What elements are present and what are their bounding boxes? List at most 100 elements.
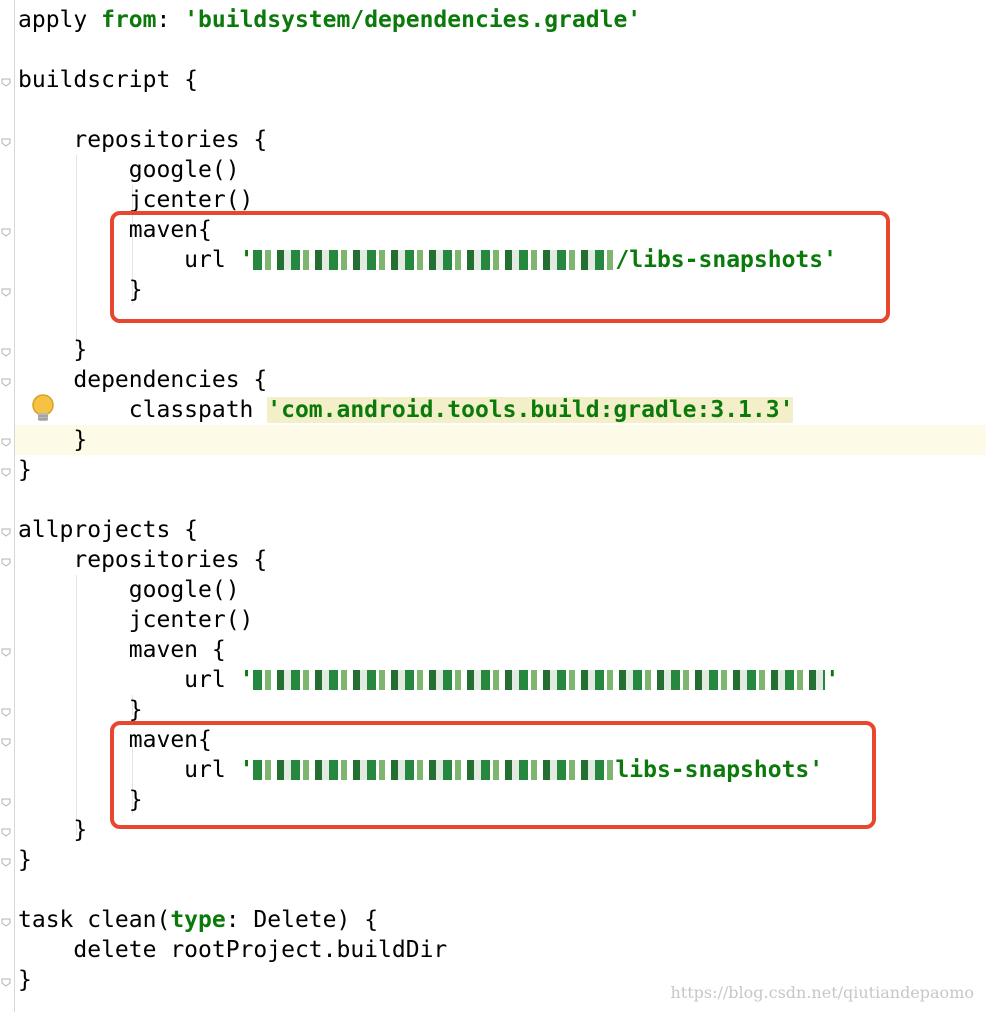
fold-marker-icon[interactable]: [1, 647, 11, 657]
code-token-str: ': [239, 667, 254, 693]
code-line[interactable]: url ' ': [18, 665, 839, 695]
code-token: dependencies {: [18, 367, 268, 393]
code-line[interactable]: }: [18, 845, 32, 875]
code-line[interactable]: jcenter(): [18, 185, 254, 215]
code-token: repositories {: [18, 127, 268, 153]
fold-marker-icon[interactable]: [1, 227, 11, 237]
fold-marker-icon[interactable]: [1, 707, 11, 717]
code-token: }: [18, 337, 88, 363]
code-line[interactable]: maven {: [18, 635, 226, 665]
indent-guide: [76, 155, 77, 345]
code-token: }: [18, 277, 143, 303]
code-token: classpath: [18, 397, 268, 423]
fold-marker-icon[interactable]: [1, 977, 11, 987]
code-token: maven {: [18, 637, 226, 663]
fold-marker-icon[interactable]: [1, 797, 11, 807]
highlight-box-buildscript-maven: [110, 211, 890, 323]
code-line[interactable]: repositories {: [18, 125, 267, 155]
code-token: jcenter(): [18, 607, 254, 633]
current-line-highlight: [0, 425, 986, 455]
fold-marker-icon[interactable]: [1, 437, 11, 447]
code-token-kw: type: [170, 907, 226, 933]
redacted-url: [253, 760, 616, 780]
indent-guide: [76, 575, 77, 835]
code-token-str: ': [239, 757, 254, 783]
code-token: buildscript {: [18, 67, 199, 93]
code-token: google(): [18, 157, 240, 183]
code-line[interactable]: url ' libs-snapshots': [18, 755, 823, 785]
fold-marker-icon[interactable]: [1, 77, 11, 87]
code-token: task clean(: [18, 907, 171, 933]
redacted-url: [253, 670, 826, 690]
code-token-kw: from: [101, 7, 157, 33]
code-line[interactable]: url ' /libs-snapshots': [18, 245, 837, 275]
code-token: url: [18, 757, 240, 783]
code-line[interactable]: google(): [18, 575, 240, 605]
code-line[interactable]: allprojects {: [18, 515, 198, 545]
code-line[interactable]: }: [18, 455, 32, 485]
code-token: }: [18, 817, 88, 843]
code-token: }: [18, 787, 143, 813]
code-token-str: libs-snapshots': [615, 757, 824, 783]
fold-marker-icon[interactable]: [1, 857, 11, 867]
code-token-str: 'buildsystem/dependencies.gradle': [184, 7, 642, 33]
redacted-url: [253, 250, 616, 270]
code-token: }: [18, 967, 32, 993]
code-line[interactable]: jcenter(): [18, 605, 254, 635]
code-line[interactable]: apply from: 'buildsystem/dependencies.gr…: [18, 5, 641, 35]
code-token: jcenter(): [18, 187, 254, 213]
fold-marker-icon[interactable]: [1, 527, 11, 537]
code-token: :: [156, 7, 185, 33]
code-token-str: ': [239, 247, 254, 273]
fold-marker-icon[interactable]: [1, 917, 11, 927]
code-line[interactable]: }: [18, 785, 143, 815]
fold-marker-icon[interactable]: [1, 557, 11, 567]
highlight-box-allprojects-maven: [110, 721, 876, 829]
code-line[interactable]: google(): [18, 155, 240, 185]
fold-marker-icon[interactable]: [1, 467, 11, 477]
code-token: maven{: [18, 217, 212, 243]
code-line[interactable]: delete rootProject.buildDir: [18, 935, 447, 965]
fold-marker-icon[interactable]: [1, 137, 11, 147]
code-token: google(): [18, 577, 240, 603]
indent-guide: [132, 745, 133, 815]
code-token: repositories {: [18, 547, 268, 573]
code-line[interactable]: classpath 'com.android.tools.build:gradl…: [18, 395, 794, 425]
fold-marker-icon[interactable]: [1, 287, 11, 297]
fold-marker-icon[interactable]: [1, 347, 11, 357]
code-line[interactable]: maven{: [18, 725, 212, 755]
watermark: https://blog.csdn.net/qiutiandepaomo: [670, 983, 975, 1002]
fold-marker-icon[interactable]: [1, 377, 11, 387]
code-token: url: [18, 667, 240, 693]
code-line[interactable]: dependencies {: [18, 365, 267, 395]
code-line[interactable]: }: [18, 965, 32, 995]
code-line[interactable]: repositories {: [18, 545, 267, 575]
code-token-str: 'com.android.tools.build:gradle:3.1.3': [267, 397, 794, 423]
indent-guide: [132, 185, 133, 305]
code-token: url: [18, 247, 240, 273]
code-token: }: [18, 457, 32, 483]
fold-marker-icon[interactable]: [1, 827, 11, 837]
code-token: delete rootProject.buildDir: [18, 937, 448, 963]
code-token: : Delete) {: [225, 907, 379, 933]
code-line[interactable]: buildscript {: [18, 65, 198, 95]
code-token: allprojects {: [18, 517, 199, 543]
fold-marker-icon[interactable]: [1, 737, 11, 747]
code-line[interactable]: }: [18, 275, 143, 305]
indent-guide: [132, 695, 133, 715]
lightbulb-icon[interactable]: [30, 393, 56, 425]
code-line[interactable]: }: [18, 425, 87, 455]
code-line[interactable]: maven{: [18, 215, 212, 245]
editor-gutter[interactable]: [0, 0, 15, 1012]
code-token: }: [18, 697, 143, 723]
code-line[interactable]: }: [18, 335, 87, 365]
code-token-str: ': [825, 667, 840, 693]
code-token: }: [18, 847, 32, 873]
code-token-str: /libs-snapshots': [615, 247, 837, 273]
code-token: }: [18, 427, 88, 453]
code-token: maven{: [18, 727, 212, 753]
code-line[interactable]: }: [18, 815, 87, 845]
code-line[interactable]: task clean(type: Delete) {: [18, 905, 378, 935]
code-line[interactable]: }: [18, 695, 143, 725]
